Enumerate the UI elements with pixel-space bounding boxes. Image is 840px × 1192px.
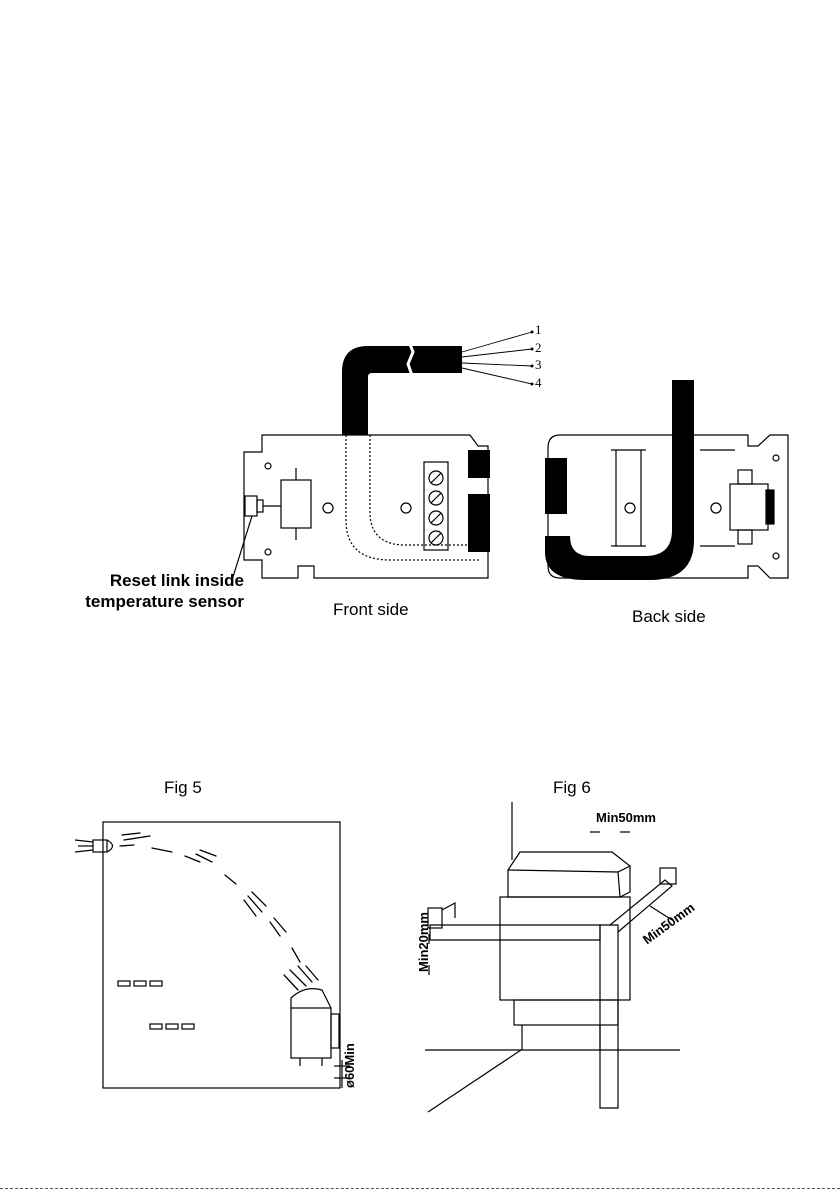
heater-top	[508, 852, 630, 897]
fig6-dimension-left: Min20mm	[416, 912, 431, 972]
fig6-dimension-top: Min50mm	[596, 810, 656, 825]
wall-bracket	[600, 925, 618, 1108]
fig6-title: Fig 6	[553, 778, 591, 798]
page-bottom-rule	[0, 1188, 840, 1189]
heater-body	[500, 897, 630, 1000]
